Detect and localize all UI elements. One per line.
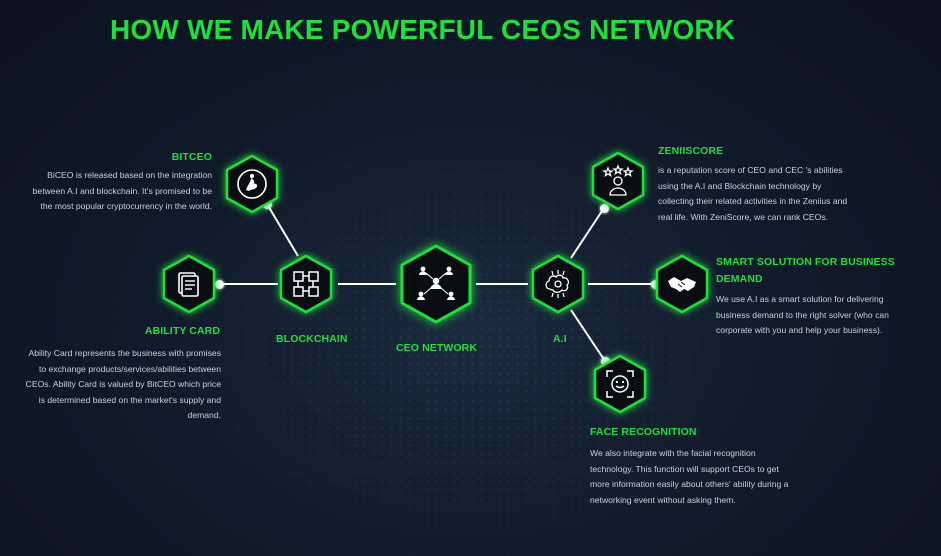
node-desc-smart-solution: We use A.I as a smart solution for deliv… — [716, 294, 889, 335]
connector-dot — [214, 279, 224, 289]
hexagon-frame — [593, 354, 647, 414]
node-bitceo — [222, 154, 282, 214]
ai-brain-icon — [545, 270, 570, 298]
hexagon-frame — [591, 151, 645, 211]
node-label-ceo-network: CEO NETWORK — [396, 342, 478, 354]
node-desc-face-recognition: We also integrate with the facial recogn… — [590, 448, 789, 505]
page-title: HOW WE MAKE POWERFUL CEOS NETWORK — [110, 14, 736, 45]
node-label-ai: A.I — [553, 333, 567, 345]
node-ai — [528, 254, 588, 314]
connector-blockchain-bitceo — [266, 203, 299, 257]
hexagon-frame — [279, 254, 333, 314]
connector-dot — [650, 279, 660, 289]
connector-ai-face — [570, 309, 606, 362]
people-network-icon — [417, 266, 455, 300]
genie-icon — [237, 169, 267, 199]
connector-dot — [600, 356, 610, 366]
cards-icon — [178, 272, 199, 297]
node-label-smart-solution: SMART SOLUTION FOR BUSINESS DEMAND — [716, 256, 895, 285]
node-desc-bitceo: BiCEO is released based on the integrati… — [32, 170, 212, 211]
connector-ai-zeniiscore — [570, 207, 605, 259]
node-blockchain — [276, 254, 336, 314]
node-desc-ability-card: Ability Card represents the business wit… — [25, 348, 221, 420]
face-scan-icon — [606, 370, 634, 398]
handshake-icon — [668, 277, 696, 292]
node-desc-zeniiscore: is a reputation score of CEO and CEC 's … — [658, 165, 848, 222]
hexagon-frame — [531, 254, 585, 314]
node-ceo-network — [396, 244, 476, 324]
node-zeniiscore — [588, 151, 648, 211]
node-label-blockchain: BLOCKCHAIN — [276, 333, 348, 345]
node-smart-solution — [652, 254, 712, 314]
blockchain-cubes-icon — [293, 271, 319, 297]
node-face-recognition — [590, 354, 650, 414]
node-label-face-recognition: FACE RECOGNITION — [590, 426, 697, 438]
connector-dot — [599, 203, 609, 213]
node-ability-card — [159, 254, 219, 314]
node-label-bitceo: BITCEO — [171, 151, 212, 163]
node-label-zeniiscore: ZENIISCORE — [658, 145, 724, 157]
rated-user-icon — [602, 164, 634, 196]
node-label-ability-card: ABILITY CARD — [144, 325, 220, 337]
